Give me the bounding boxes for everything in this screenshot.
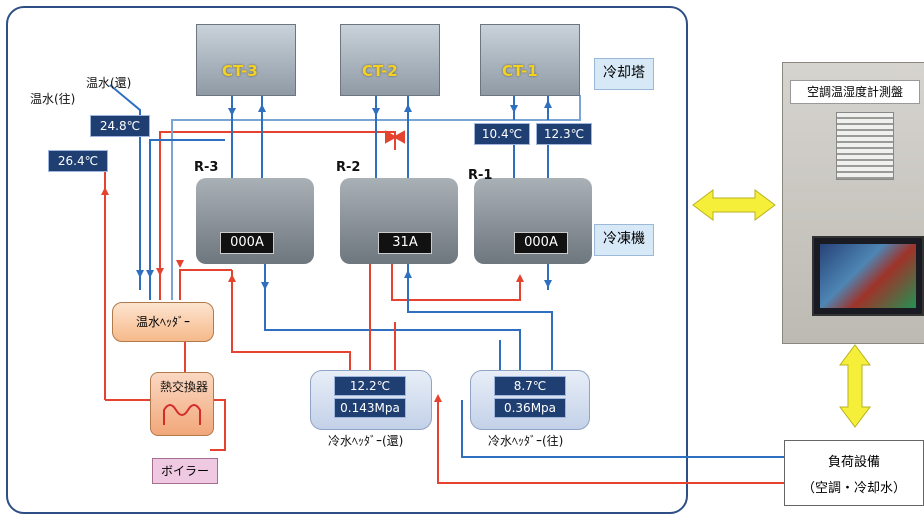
screen-content [820, 244, 916, 308]
plant-frame [6, 6, 688, 514]
cooling-tower-ct1 [480, 24, 580, 96]
heat-exchanger [150, 372, 214, 436]
touch-screen [812, 236, 924, 316]
chilled-return-pressure: 0.143Mpa [334, 398, 406, 418]
r1-current: 000A [514, 232, 568, 254]
load-return-pipe [437, 400, 785, 484]
vertical-double-arrow-icon [839, 344, 871, 428]
load-supply-pipe [461, 400, 785, 458]
ct1-return-temp: 12.3℃ [536, 123, 592, 145]
cooling-tower-ct2 [340, 24, 440, 96]
load-equipment: 負荷設備 （空調・冷却水） [784, 440, 924, 506]
panel-title: 空調温湿度計測盤 [790, 80, 920, 104]
hot-water-supply-label: 温水(往) [30, 92, 76, 106]
ct2-label: CT-2 [362, 62, 398, 80]
r1-label: R-1 [468, 168, 493, 183]
heat-exchanger-label: 熱交換器 [160, 380, 209, 394]
hot-water-return-temp: 24.8℃ [90, 115, 150, 137]
ct3-label: CT-3 [222, 62, 258, 80]
chiller-tag: 冷凍機 [594, 224, 654, 256]
header-return-pipe [159, 131, 396, 300]
r2-current: 31A [378, 232, 432, 254]
cooling-tower-ct3 [196, 24, 296, 96]
r2-label: R-2 [336, 160, 361, 175]
chilled-supply-temp: 8.7℃ [494, 376, 566, 396]
chilled-return-temp: 12.2℃ [334, 376, 406, 396]
hot-water-header: 温水ﾍｯﾀﾞｰ [112, 302, 214, 342]
hot-water-return-label: 温水(還) [86, 76, 132, 90]
vent-grille [836, 112, 894, 180]
load-subtitle: （空調・冷却水） [801, 481, 906, 496]
r3-label: R-3 [194, 160, 219, 175]
chilled-supply-header-label: 冷水ﾍｯﾀﾞｰ(往) [488, 434, 564, 448]
r3-current: 000A [220, 232, 274, 254]
ct1-label: CT-1 [502, 62, 538, 80]
cooling-tower-tag: 冷却塔 [594, 58, 654, 90]
chilled-return-header-label: 冷水ﾍｯﾀﾞｰ(還) [328, 434, 404, 448]
boiler: ボイラー [152, 458, 218, 484]
hot-water-supply-temp: 26.4℃ [48, 150, 108, 172]
ct1-supply-temp: 10.4℃ [474, 123, 530, 145]
horizontal-double-arrow-icon [692, 189, 776, 221]
chilled-supply-pressure: 0.36Mpa [494, 398, 566, 418]
load-title: 負荷設備 [827, 455, 880, 470]
